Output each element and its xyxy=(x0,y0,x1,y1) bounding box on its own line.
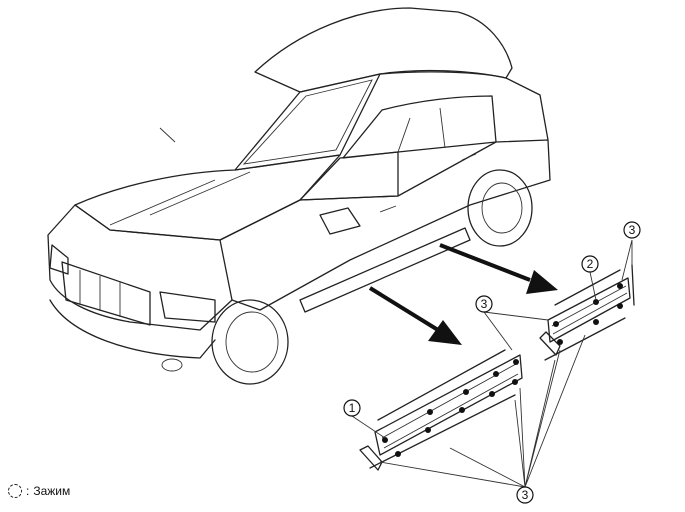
sill-molding-front xyxy=(359,349,523,471)
callout-leaders xyxy=(351,239,633,488)
legend: : Зажим xyxy=(8,484,70,498)
svg-text:3: 3 xyxy=(481,297,488,311)
arrow-rear-sill xyxy=(439,243,558,294)
arrow-front-sill xyxy=(368,286,462,345)
svg-text:3: 3 xyxy=(522,488,529,502)
clip-legend-icon xyxy=(8,484,22,498)
svg-text:1: 1 xyxy=(349,401,356,415)
legend-separator: : xyxy=(26,484,30,498)
svg-text:2: 2 xyxy=(587,257,594,271)
callout-2: 2 xyxy=(581,255,599,273)
callout-3-bottom: 3 xyxy=(516,486,534,504)
callout-3-top-right: 3 xyxy=(623,221,641,239)
legend-label: Зажим xyxy=(33,484,71,498)
callout-3-middle: 3 xyxy=(475,295,493,313)
callout-1: 1 xyxy=(343,399,361,417)
sill-molding-rear xyxy=(539,264,635,361)
svg-text:3: 3 xyxy=(629,223,636,237)
car-outline xyxy=(47,7,551,385)
clip-set-front xyxy=(382,359,519,457)
clip-set-rear xyxy=(553,283,623,345)
